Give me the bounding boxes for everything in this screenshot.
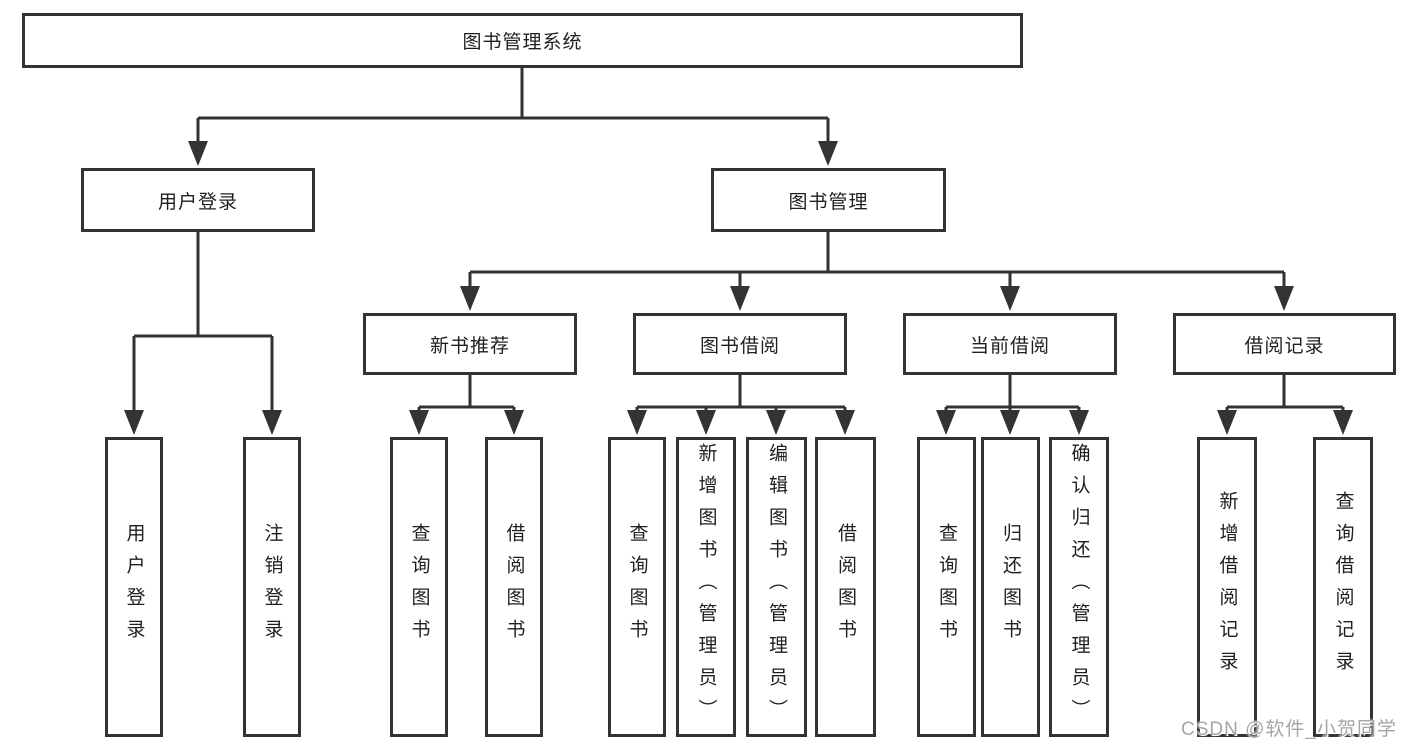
leaf-user-login-label: 用户登录 xyxy=(123,523,145,651)
arrowhead-icon xyxy=(696,410,716,435)
leaf-cb-query-book-label: 查询图书 xyxy=(936,523,957,651)
leaf-bb-borrow-book: 借阅图书 xyxy=(815,437,876,737)
leaf-bb-borrow-book-label: 借阅图书 xyxy=(835,523,856,651)
leaf-logout-label: 注销登录 xyxy=(261,523,283,651)
leaf-br-add-record-label: 新增借阅记录 xyxy=(1216,491,1238,683)
leaf-br-query-record-label: 查询借阅记录 xyxy=(1332,491,1354,683)
arrowhead-icon xyxy=(835,410,855,435)
leaf-bb-query-book: 查询图书 xyxy=(608,437,666,737)
arrowhead-icon xyxy=(1069,410,1089,435)
node-borrowing-records-label: 借阅记录 xyxy=(1244,335,1325,357)
arrowhead-icon xyxy=(409,410,429,435)
arrowhead-icon xyxy=(262,410,282,435)
arrowhead-icon xyxy=(936,410,956,435)
node-book-management-system-label: 图书管理系统 xyxy=(462,32,583,53)
leaf-bb-query-book-label: 查询图书 xyxy=(626,523,648,651)
node-current-borrowing-label: 当前借阅 xyxy=(969,335,1050,357)
arrowhead-icon xyxy=(1000,286,1020,311)
leaf-rec-borrow-book: 借阅图书 xyxy=(485,437,543,737)
arrowhead-icon xyxy=(124,410,144,435)
leaf-cb-confirm-return-admin: 确认归还（管理员） xyxy=(1049,437,1109,737)
arrowhead-icon xyxy=(1333,410,1353,435)
leaf-bb-add-book-admin-label: 新增图书（管理员） xyxy=(695,443,717,731)
arrowhead-icon xyxy=(730,286,750,311)
leaf-cb-confirm-return-admin-label: 确认归还（管理员） xyxy=(1068,443,1090,731)
watermark: CSDN @软件_小贺同学 xyxy=(1181,719,1397,740)
leaf-cb-return-book: 归还图书 xyxy=(981,437,1040,737)
arrowhead-icon xyxy=(766,410,786,435)
arrowhead-icon xyxy=(504,410,524,435)
arrowhead-icon xyxy=(1217,410,1237,435)
node-book-management-system: 图书管理系统 xyxy=(22,13,1023,68)
leaf-rec-query-book: 查询图书 xyxy=(390,437,448,737)
node-borrowing-records: 借阅记录 xyxy=(1173,313,1396,375)
leaf-cb-return-book-label: 归还图书 xyxy=(1000,523,1021,651)
arrowhead-icon xyxy=(818,141,838,166)
node-user-login: 用户登录 xyxy=(81,168,315,232)
node-current-borrowing: 当前借阅 xyxy=(903,313,1117,375)
leaf-br-add-record: 新增借阅记录 xyxy=(1197,437,1257,737)
node-user-login-label: 用户登录 xyxy=(157,191,238,213)
arrowhead-icon xyxy=(460,286,480,311)
leaf-rec-borrow-book-label: 借阅图书 xyxy=(503,523,525,651)
leaf-logout: 注销登录 xyxy=(243,437,301,737)
leaf-cb-query-book: 查询图书 xyxy=(917,437,976,737)
node-book-borrowing: 图书借阅 xyxy=(633,313,847,375)
node-book-management: 图书管理 xyxy=(711,168,946,232)
leaf-bb-edit-book-admin-label: 编辑图书（管理员） xyxy=(766,443,787,731)
leaf-bb-edit-book-admin: 编辑图书（管理员） xyxy=(746,437,807,737)
leaf-br-query-record: 查询借阅记录 xyxy=(1313,437,1373,737)
node-book-management-label: 图书管理 xyxy=(788,191,869,213)
leaf-user-login: 用户登录 xyxy=(105,437,163,737)
leaf-bb-add-book-admin: 新增图书（管理员） xyxy=(676,437,736,737)
node-new-book-recommend: 新书推荐 xyxy=(363,313,577,375)
leaf-rec-query-book-label: 查询图书 xyxy=(408,523,430,651)
arrowhead-icon xyxy=(1274,286,1294,311)
arrowhead-icon xyxy=(1000,410,1020,435)
arrowhead-icon xyxy=(627,410,647,435)
node-book-borrowing-label: 图书借阅 xyxy=(699,335,780,357)
node-new-book-recommend-label: 新书推荐 xyxy=(429,335,510,357)
arrowhead-icon xyxy=(188,141,208,166)
